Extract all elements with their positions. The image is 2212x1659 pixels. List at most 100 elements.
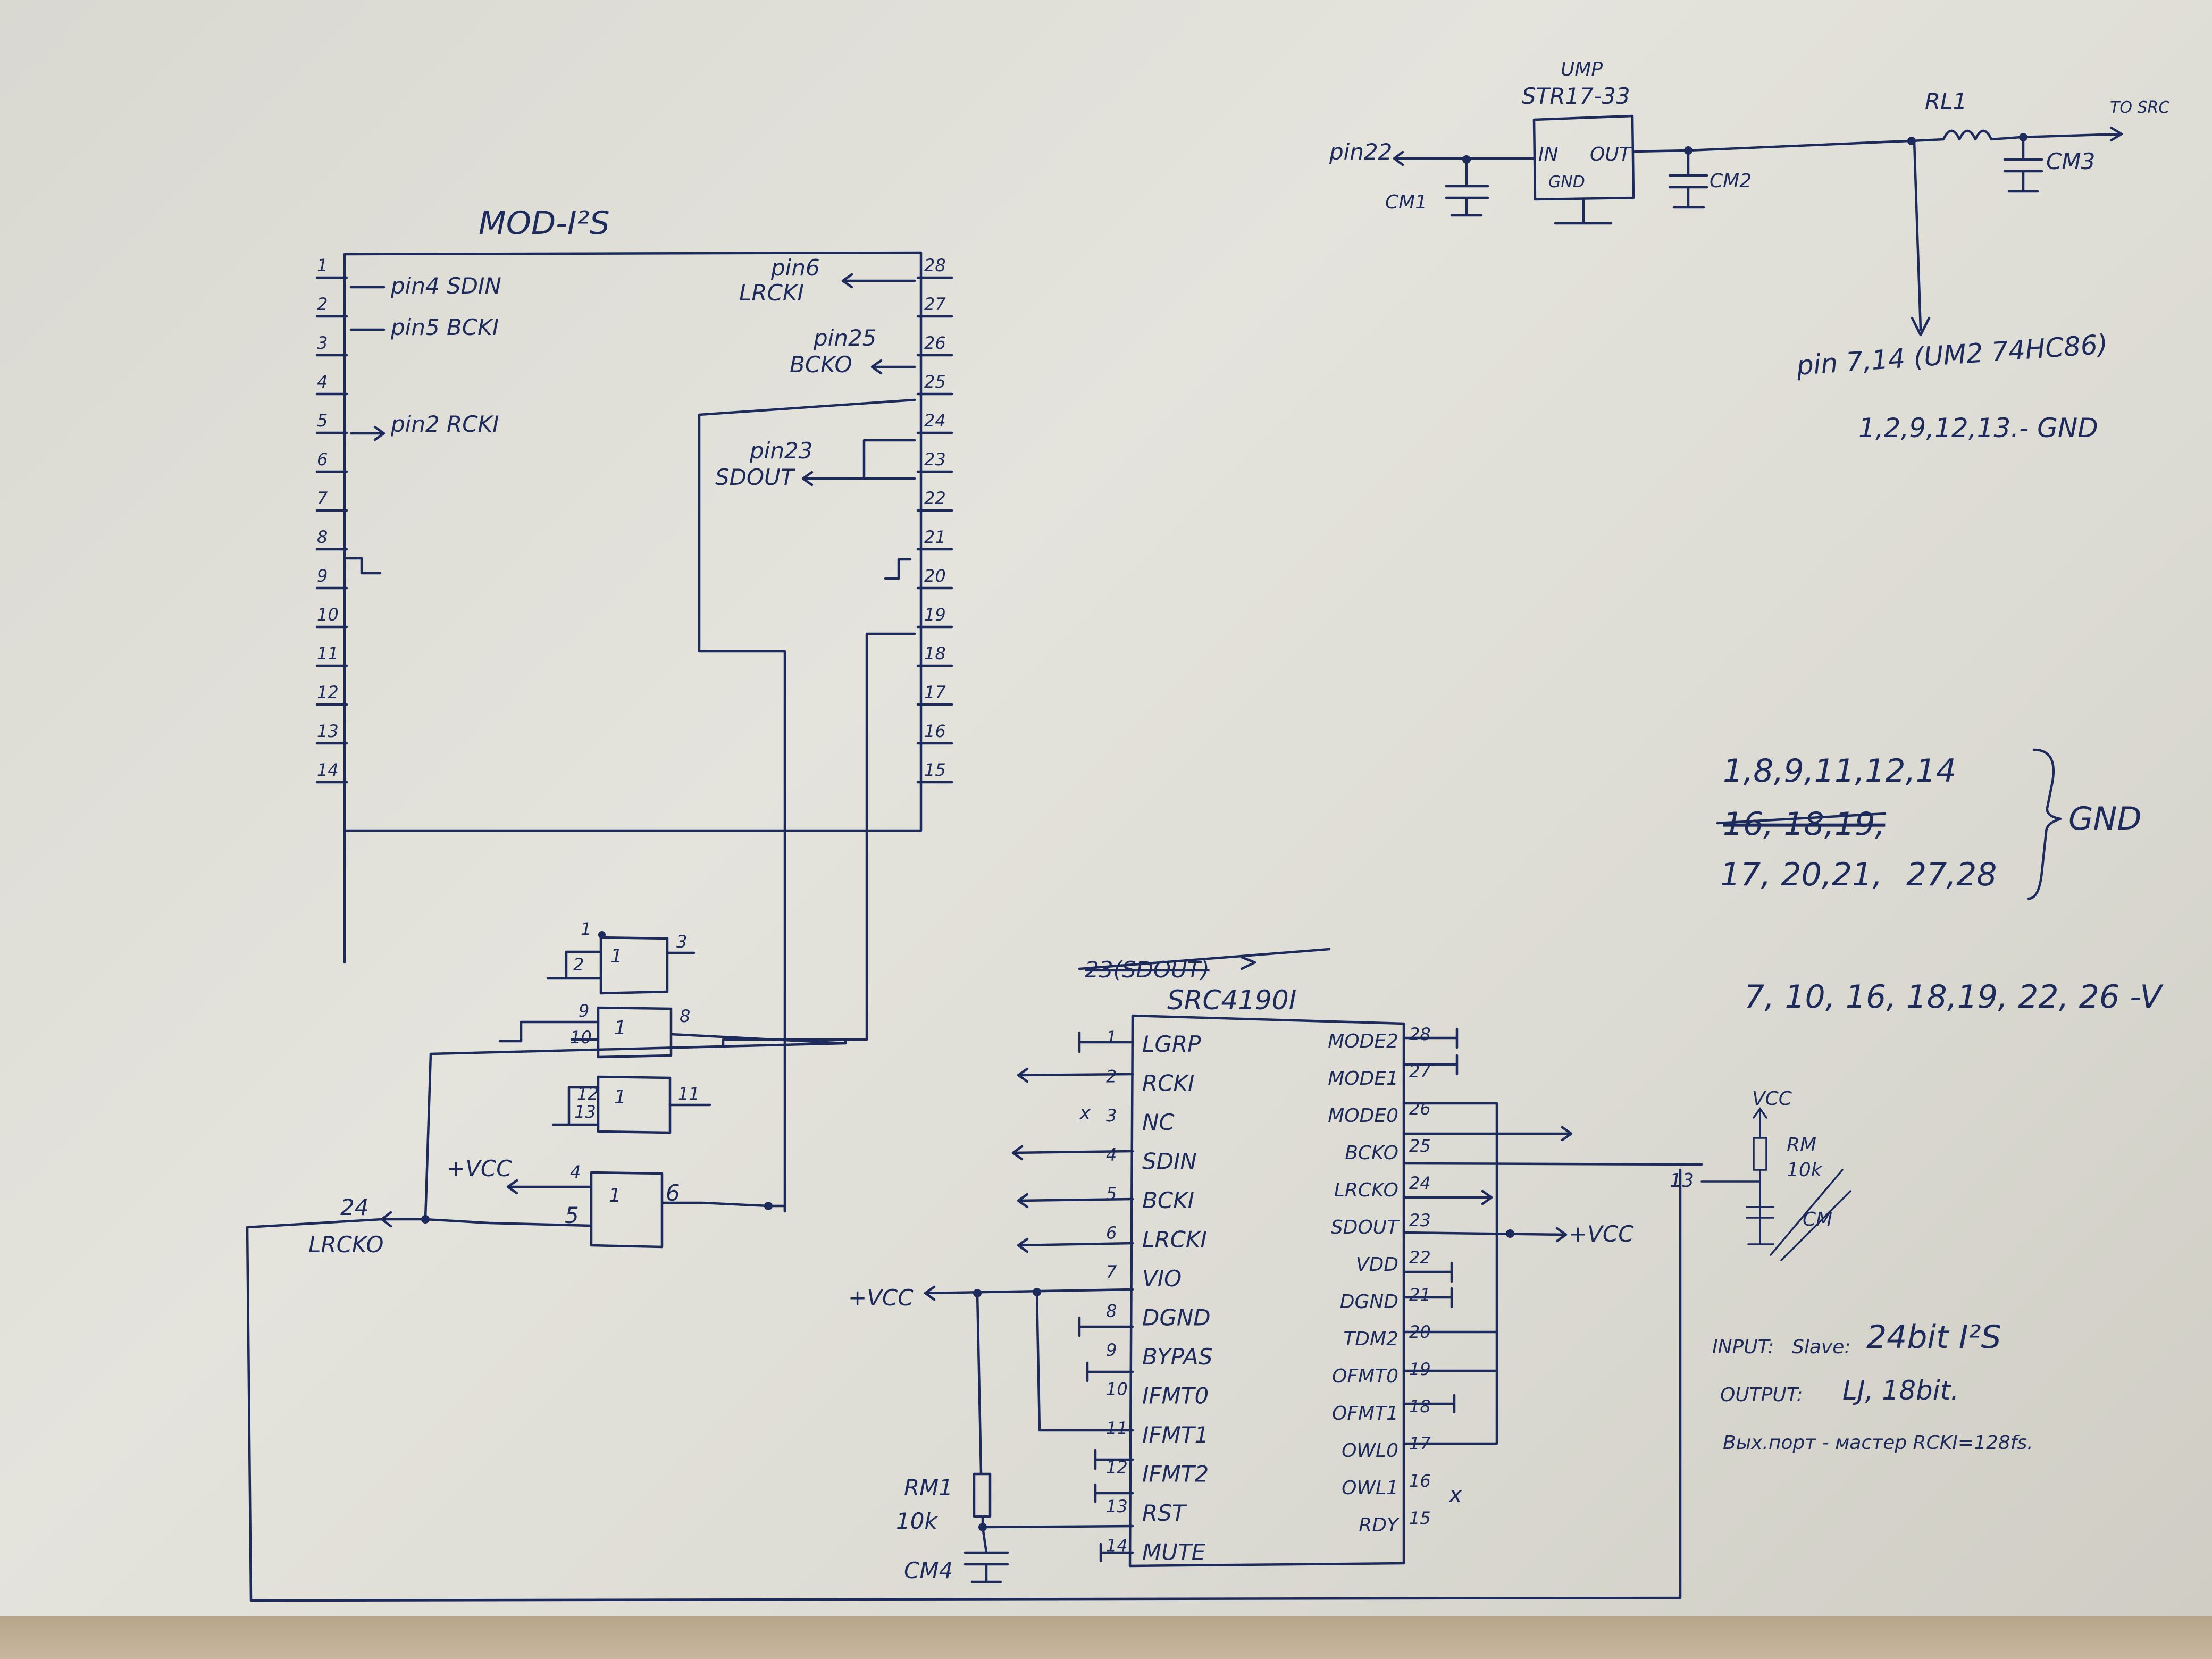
gate-1-junction (598, 931, 606, 939)
src-pin1-ground (1078, 1031, 1134, 1053)
src-vcc-left: +VCC (848, 1285, 914, 1311)
src-rst-wire (981, 1515, 1134, 1529)
mod-right-pin-number: 19 (924, 605, 946, 625)
mod-pin28-label-b: LRCKI (739, 280, 804, 306)
side-pin: 13 (1670, 1170, 1694, 1192)
mod-right-pin-number: 25 (924, 372, 946, 392)
src-left-pin-name: IFMT2 (1142, 1461, 1209, 1487)
gnd-list-line3-a: 17, 20,21, (1720, 856, 1882, 893)
mod-ground-right (884, 558, 912, 580)
src-right-pin-name: MODE2 (1328, 1030, 1398, 1052)
gate-4-symbol: 1 (609, 1185, 621, 1206)
src-pin6-wire (1017, 1237, 1134, 1253)
src-right-pin-number: 21 (1409, 1285, 1431, 1305)
lrcko-junction (421, 1215, 430, 1224)
gate-3-pin-b: 13 (574, 1102, 596, 1122)
src-rdy-mark: x (1448, 1481, 1463, 1507)
mod-left-pin-number: 8 (317, 527, 328, 547)
gnd-list-line2: 16, 18,19, (1723, 806, 1885, 843)
src-right-pin-name: MODE1 (1328, 1068, 1398, 1090)
src-right-pin-number: 19 (1409, 1359, 1431, 1379)
mod-left-pin-number: 4 (317, 372, 328, 392)
resistor-rm (1753, 1137, 1767, 1171)
side-vcc-arrow (1753, 1107, 1767, 1139)
src-right-pin-name: OFMT1 (1332, 1403, 1398, 1425)
mod-left-pin-number: 12 (317, 682, 339, 702)
rm1-label: RM1 (904, 1474, 953, 1501)
src-left-pin-name: VIO (1142, 1266, 1182, 1292)
mod-left-pin-number: 13 (317, 721, 339, 741)
wire-lrcko-loop (246, 1168, 1682, 1602)
src-left-pin-name: LRCKI (1142, 1227, 1207, 1253)
src-left-pin-number: 2 (1106, 1067, 1117, 1087)
src-left-pin-name: RST (1142, 1500, 1187, 1526)
src-title: SRC4190I (1167, 985, 1296, 1016)
src-right-pin-number: 15 (1409, 1508, 1431, 1528)
src-sdout-wire (1402, 1189, 1493, 1205)
gate-2-pin-b: 10 (570, 1027, 592, 1048)
mod-left-pin-number: 7 (317, 488, 328, 508)
gate-1-symbol: 1 (610, 945, 623, 967)
gnd-list-line3-b: 27 (1906, 856, 1947, 893)
mod-right-pin-number: 26 (924, 333, 946, 353)
src-vio-wire (924, 1285, 1134, 1301)
src-vdd-wire (1402, 1227, 1568, 1243)
mod-right-pin-number: 15 (924, 760, 946, 780)
src-right-pin-number: 24 (1409, 1173, 1431, 1193)
src-right-pin-number: 25 (1409, 1136, 1431, 1156)
inductor-rl1 (1910, 126, 2123, 143)
mod-left-pin-number: 3 (317, 333, 328, 353)
mod-right-pin-number: 23 (924, 449, 946, 470)
regulator-box (1532, 114, 1635, 201)
lrcko-arrow (380, 1211, 427, 1228)
mod-right-pin-number: 17 (924, 682, 946, 702)
regulator-out: OUT (1590, 144, 1632, 165)
mod-pin23-label-a: pin23 (749, 438, 812, 464)
mod-pin5-label: pin2 RCKI (390, 411, 499, 437)
src-left-pin-number: 9 (1106, 1340, 1117, 1360)
src-left-pin-name: DGND (1142, 1305, 1211, 1331)
side-rm-val: 10k (1787, 1159, 1823, 1181)
src-right-pin-name: MODE0 (1328, 1105, 1398, 1127)
src-left-pin-name: IFMT1 (1142, 1422, 1209, 1448)
mod-left-pin-number: 2 (317, 294, 328, 314)
src-right-pin-number: 22 (1409, 1247, 1431, 1268)
src-left-pin-number: 5 (1106, 1184, 1117, 1204)
gate-4-vcc-wire (506, 1179, 593, 1195)
rl1-label: RL1 (1925, 88, 1967, 114)
note-port: Вых.порт - мастер RCKI=128fs. (1723, 1432, 2033, 1454)
mod-pin2-label: pin5 BCKI (390, 314, 499, 340)
gate-4-in-wire (424, 1038, 847, 1227)
gate-4-pin-a: 4 (570, 1162, 581, 1182)
vcc-list: 7, 10, 16, 18,19, 22, 26 -V (1744, 978, 2164, 1016)
mod-ground-left (345, 557, 382, 575)
src-right-pin-number: 26 (1409, 1099, 1431, 1119)
to-src-label: TO SRC (2110, 98, 2169, 117)
cm2-label: CM2 (1710, 170, 1752, 192)
gate-1-pin-a: 1 (581, 919, 591, 939)
src-right-pin-name: TDM2 (1343, 1328, 1398, 1350)
src-pin5-wire (1017, 1193, 1134, 1209)
src-left-pin-name: MUTE (1142, 1539, 1206, 1565)
src-left-pin-number: 7 (1106, 1262, 1117, 1282)
regulator-pin22: pin22 (1329, 139, 1392, 165)
note-input-a: INPUT: (1712, 1336, 1774, 1358)
regulator-in: IN (1538, 144, 1559, 165)
wire-regulator-out (1632, 139, 1911, 153)
notes: INPUT: Slave: 24bit I²S OUTPUT: LJ, 18bi… (1712, 1319, 2033, 1454)
src-bcko-wire (1402, 1126, 1573, 1142)
src-right-pin-name: OFMT0 (1332, 1365, 1398, 1387)
src-left-pin-number: 8 (1106, 1301, 1117, 1321)
src-right-pin-name: RDY (1359, 1514, 1400, 1536)
src-left-pin-name: BYPAS (1142, 1344, 1212, 1370)
wire-mod-pin26 (870, 359, 916, 375)
src-body (1128, 1014, 1405, 1568)
src-right-pin-number: 18 (1409, 1396, 1431, 1417)
gate-1-pin-out: 3 (676, 932, 687, 952)
rm1-value: 10k (896, 1508, 938, 1534)
gate-1 (599, 936, 669, 995)
